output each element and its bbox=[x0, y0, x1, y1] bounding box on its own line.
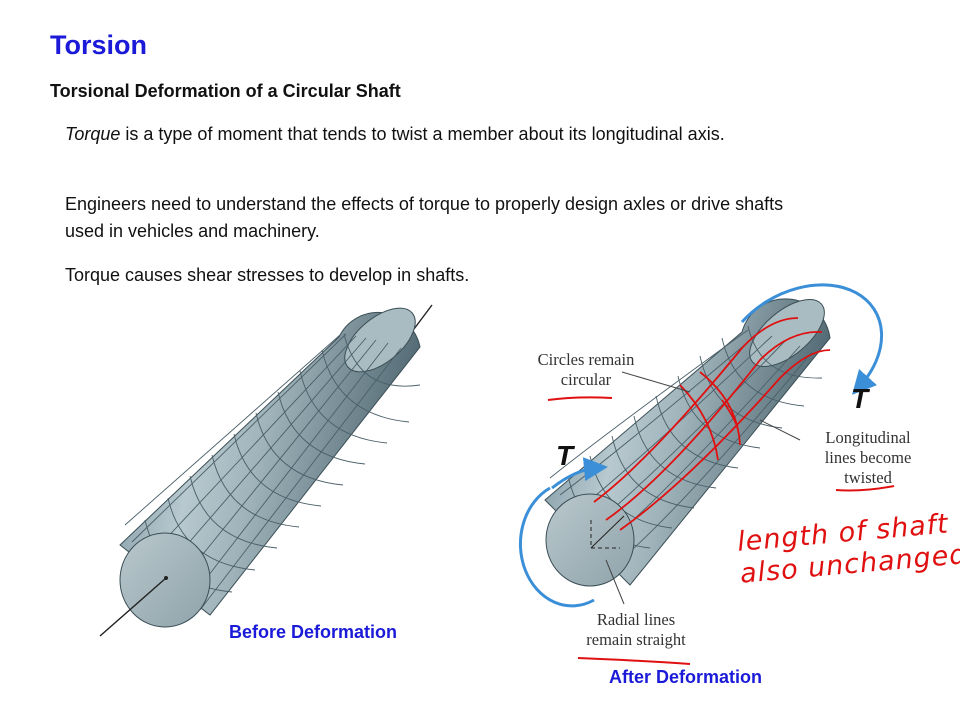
torque-label-left: T bbox=[556, 440, 574, 471]
label-longitudinal-twisted: Longitudinal lines become twisted bbox=[824, 428, 912, 487]
torque-definition-text: is a type of moment that tends to twist … bbox=[120, 124, 725, 144]
label-radial-straight: Radial lines remain straight bbox=[586, 610, 686, 649]
shaft-before bbox=[99, 304, 433, 637]
torque-label-right: T bbox=[851, 383, 869, 414]
torque-term: Torque bbox=[65, 124, 121, 144]
label-circles-remain: Circles remain circular bbox=[537, 350, 635, 389]
caption-before-deformation: Before Deformation bbox=[229, 622, 397, 642]
caption-after-deformation: After Deformation bbox=[609, 667, 763, 687]
section-subtitle: Torsional Deformation of a Circular Shaf… bbox=[50, 81, 401, 101]
page-title: Torsion bbox=[50, 30, 147, 60]
shaft-after bbox=[518, 283, 895, 665]
paragraph-shear-stress: Torque causes shear stresses to develop … bbox=[65, 265, 470, 285]
paragraph-torque-definition: Torque is a type of moment that tends to… bbox=[65, 121, 825, 148]
paragraph-engineers: Engineers need to understand the effects… bbox=[65, 194, 784, 241]
